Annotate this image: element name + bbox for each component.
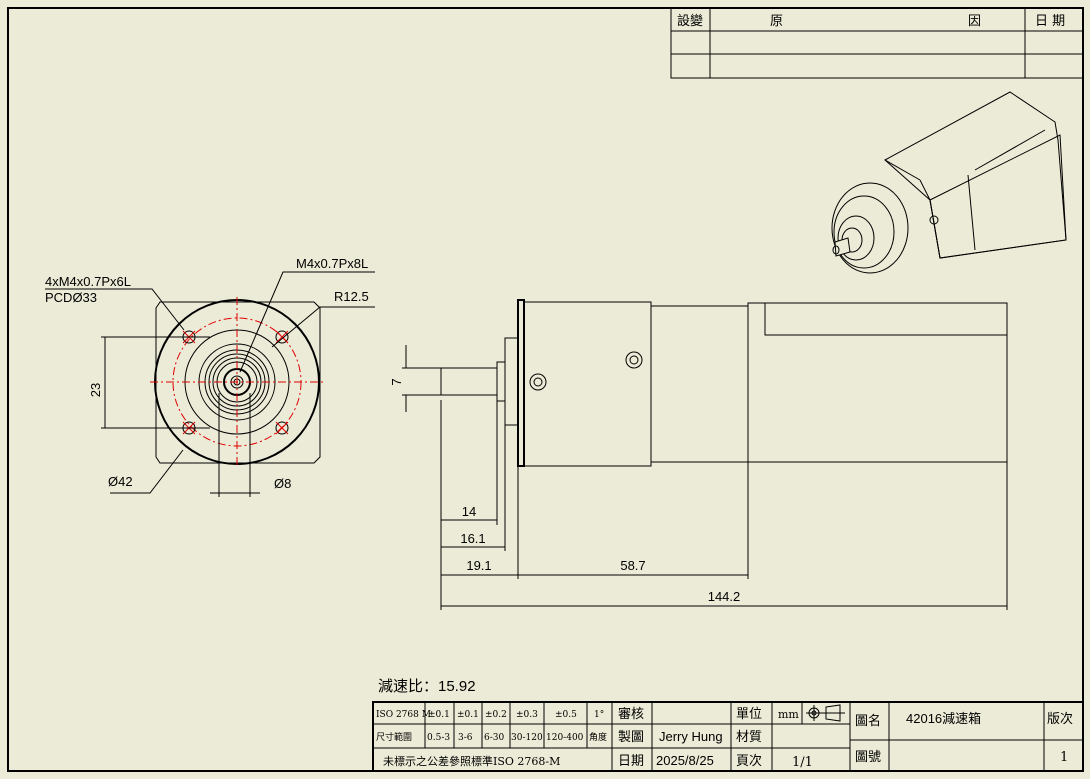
review-label: 審核 — [618, 707, 644, 722]
range-5: 角度 — [589, 731, 607, 743]
number-label: 圖號 — [855, 750, 881, 765]
rev-col-date: 日 期 — [1035, 14, 1065, 29]
dim-7-label: 7 — [389, 378, 404, 385]
drawn-label: 製圖 — [618, 730, 644, 745]
sheet-border — [7, 7, 1084, 772]
rev-col-reason-1: 原 — [770, 14, 783, 29]
side-view: 7 14 16.1 19.1 58.7 144.2 — [389, 299, 1008, 610]
rev-col-change: 設變 — [677, 13, 703, 29]
front-view: 4xM4x0.7Px6L PCDØ33 M4x0.7Px8L R12.5 23 … — [45, 256, 375, 497]
drawn-value: Jerry Hung — [659, 729, 723, 744]
page-label: 頁次 — [736, 753, 762, 769]
range-header: 尺寸範圍 — [376, 731, 412, 743]
dim-dia42-label: Ø42 — [108, 474, 133, 489]
dim-23-label: 23 — [88, 383, 103, 397]
name-label: 圖名 — [855, 713, 881, 729]
tol-2: ±0.2 — [485, 710, 507, 720]
tol-3: ±0.3 — [516, 710, 538, 720]
dim-58-7-label: 58.7 — [620, 558, 645, 573]
range-3: 30-120 — [511, 733, 543, 743]
page-value: 1/1 — [792, 755, 813, 770]
dim-14-label: 14 — [462, 504, 476, 519]
dim-19-1-label: 19.1 — [466, 558, 491, 573]
dim-144-2-label: 144.2 — [708, 589, 741, 604]
version-value: 1 — [1060, 750, 1068, 765]
center-thread-label: M4x0.7Px8L — [296, 256, 368, 271]
projection-symbol-icon — [806, 704, 845, 722]
range-0: 0.5-3 — [427, 733, 450, 743]
range-4: 120-400 — [546, 733, 584, 743]
radius-label: R12.5 — [334, 289, 369, 304]
tolerance-note: 未標示之公差參照標準ISO 2768-M — [383, 754, 560, 768]
unit-value: mm — [778, 708, 799, 721]
thread-holes-label: 4xM4x0.7Px6L — [45, 274, 131, 289]
revision-table: 設變 原 因 日 期 — [670, 7, 1084, 79]
isometric-view — [831, 91, 1067, 274]
tol-5: 1° — [594, 710, 604, 720]
iso-header: ISO 2768 M — [376, 710, 431, 720]
tol-0: ±0.1 — [428, 710, 450, 720]
unit-label: 單位 — [736, 707, 762, 722]
pcd-label: PCDØ33 — [45, 290, 97, 305]
date-label: 日期 — [618, 754, 644, 769]
title-block: ISO 2768 M ±0.1 ±0.1 ±0.2 ±0.3 ±0.5 1° 尺… — [372, 701, 1084, 772]
reduction-ratio: 減速比：15.92 — [378, 678, 476, 695]
tol-1: ±0.1 — [457, 710, 479, 720]
version-label: 版次 — [1047, 711, 1073, 727]
material-label: 材質 — [736, 730, 762, 745]
dim-dia8-label: Ø8 — [274, 476, 291, 491]
range-2: 6-30 — [484, 733, 504, 743]
dim-16-1-label: 16.1 — [460, 531, 485, 546]
drawing-name: 42016減速箱 — [906, 711, 981, 726]
rev-col-reason-2: 因 — [968, 14, 981, 29]
date-value: 2025/8/25 — [656, 753, 714, 768]
tol-4: ±0.5 — [555, 710, 577, 720]
range-1: 3-6 — [458, 733, 473, 743]
